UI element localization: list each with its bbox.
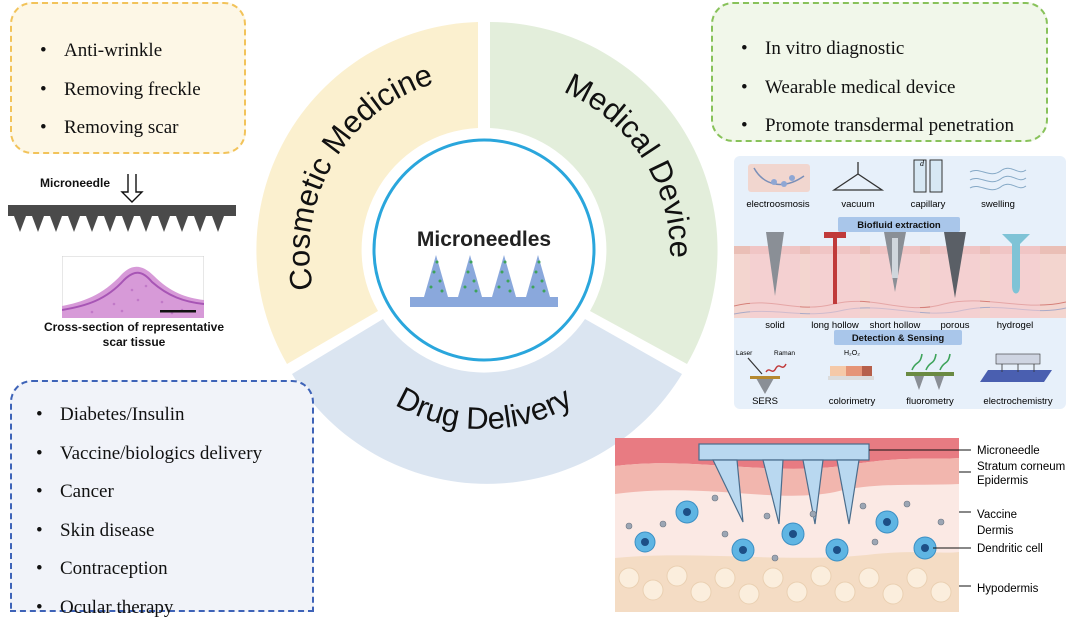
list-item: Vaccine/biologics delivery (26, 435, 312, 474)
sensing-label: fluorometry (906, 396, 954, 407)
svg-text:H₂O₂: H₂O₂ (844, 350, 860, 357)
list-item: Promote transdermal penetration (731, 107, 1046, 146)
medical-device-segment (490, 22, 718, 364)
long-hollow-needle-icon (824, 232, 846, 304)
biofluid-panel-graphics: electroosmosis vacuum capillary swelling… (734, 159, 1066, 407)
method-label: swelling (981, 199, 1015, 210)
microneedle-array-icon (8, 174, 236, 232)
sensing-title: Detection & Sensing (852, 333, 945, 344)
microneedle-patch-icon (410, 255, 558, 307)
list-item: Diabetes/Insulin (26, 396, 312, 435)
cosmetic-medicine-segment (256, 22, 478, 364)
colorimetry-icon: H₂O₂ (828, 350, 874, 380)
skin-label: Dermis (977, 525, 1014, 537)
sers-icon: Laser Raman (736, 350, 795, 394)
fluorometry-icon (906, 353, 954, 390)
method-label: capillary (911, 199, 946, 210)
sensing-label: electrochemistry (983, 396, 1052, 407)
drug-delivery-applications-box: Diabetes/Insulin Vaccine/biologics deliv… (10, 380, 314, 627)
svg-text:Raman: Raman (774, 350, 795, 357)
skin-label: Hypodermis (977, 583, 1039, 595)
electroosmosis-icon (748, 164, 810, 192)
list-item: Cancer (26, 473, 312, 512)
list-item: Removing scar (30, 109, 244, 148)
list-item: Anti-wrinkle (30, 32, 244, 71)
sensing-label: colorimetry (829, 396, 876, 407)
list-item: Skin disease (26, 512, 312, 551)
skin-label: Stratum corneum (977, 461, 1065, 473)
vaccine-particles (625, 494, 945, 562)
needle-type-label: solid (765, 320, 785, 331)
skin-label: Microneedle (977, 445, 1040, 457)
list-item: Removing freckle (30, 71, 244, 110)
needle-type-label: porous (940, 320, 969, 331)
center-title: Microneedles (417, 228, 551, 251)
d-label: d (920, 159, 925, 168)
skin-label: Dendritic cell (977, 543, 1043, 555)
cosmetic-applications-box: Anti-wrinkle Removing freckle Removing s… (10, 2, 246, 154)
extraction-title: Biofluid extraction (857, 220, 941, 231)
sensing-label: SERS (752, 396, 778, 407)
method-label: electroosmosis (746, 199, 810, 210)
needle-type-label: short hollow (870, 320, 921, 331)
skin-microneedle-patch (698, 443, 870, 525)
scar-caption-line1: Cross-section of representative (43, 320, 225, 334)
list-item: Ocular therapy (26, 589, 312, 628)
capillary-icon (913, 159, 943, 193)
skin-label: Vaccine (977, 509, 1017, 521)
central-donut-diagram: Cosmetic Medicine Medical Device Drug De… (256, 22, 718, 484)
skin-label: Epidermis (977, 475, 1028, 487)
needle-type-label: long hollow (811, 320, 859, 331)
scar-caption-line2: scar tissue (102, 335, 166, 349)
drug-delivery-segment (292, 319, 682, 484)
electrochemistry-icon (980, 353, 1052, 382)
swelling-icon (969, 167, 1027, 191)
method-label: vacuum (841, 199, 874, 210)
microneedle-label: Microneedle (40, 176, 111, 190)
needle-type-label: hydrogel (997, 320, 1033, 331)
svg-text:Laser: Laser (736, 350, 753, 357)
medical-applications-box: In vitro diagnostic Wearable medical dev… (711, 2, 1048, 145)
skin-layers-illustration: Microneedle Stratum corneum Epidermis Va… (615, 438, 1065, 612)
porous-needle-icon (944, 232, 966, 298)
vacuum-icon (831, 162, 885, 191)
list-item: In vitro diagnostic (731, 30, 1046, 69)
list-item: Wearable medical device (731, 69, 1046, 108)
solid-needle-icon (766, 232, 784, 296)
list-item: Contraception (26, 550, 312, 589)
hydrogel-needle-icon (1002, 234, 1030, 294)
scar-tissue-histology-image (62, 256, 204, 318)
